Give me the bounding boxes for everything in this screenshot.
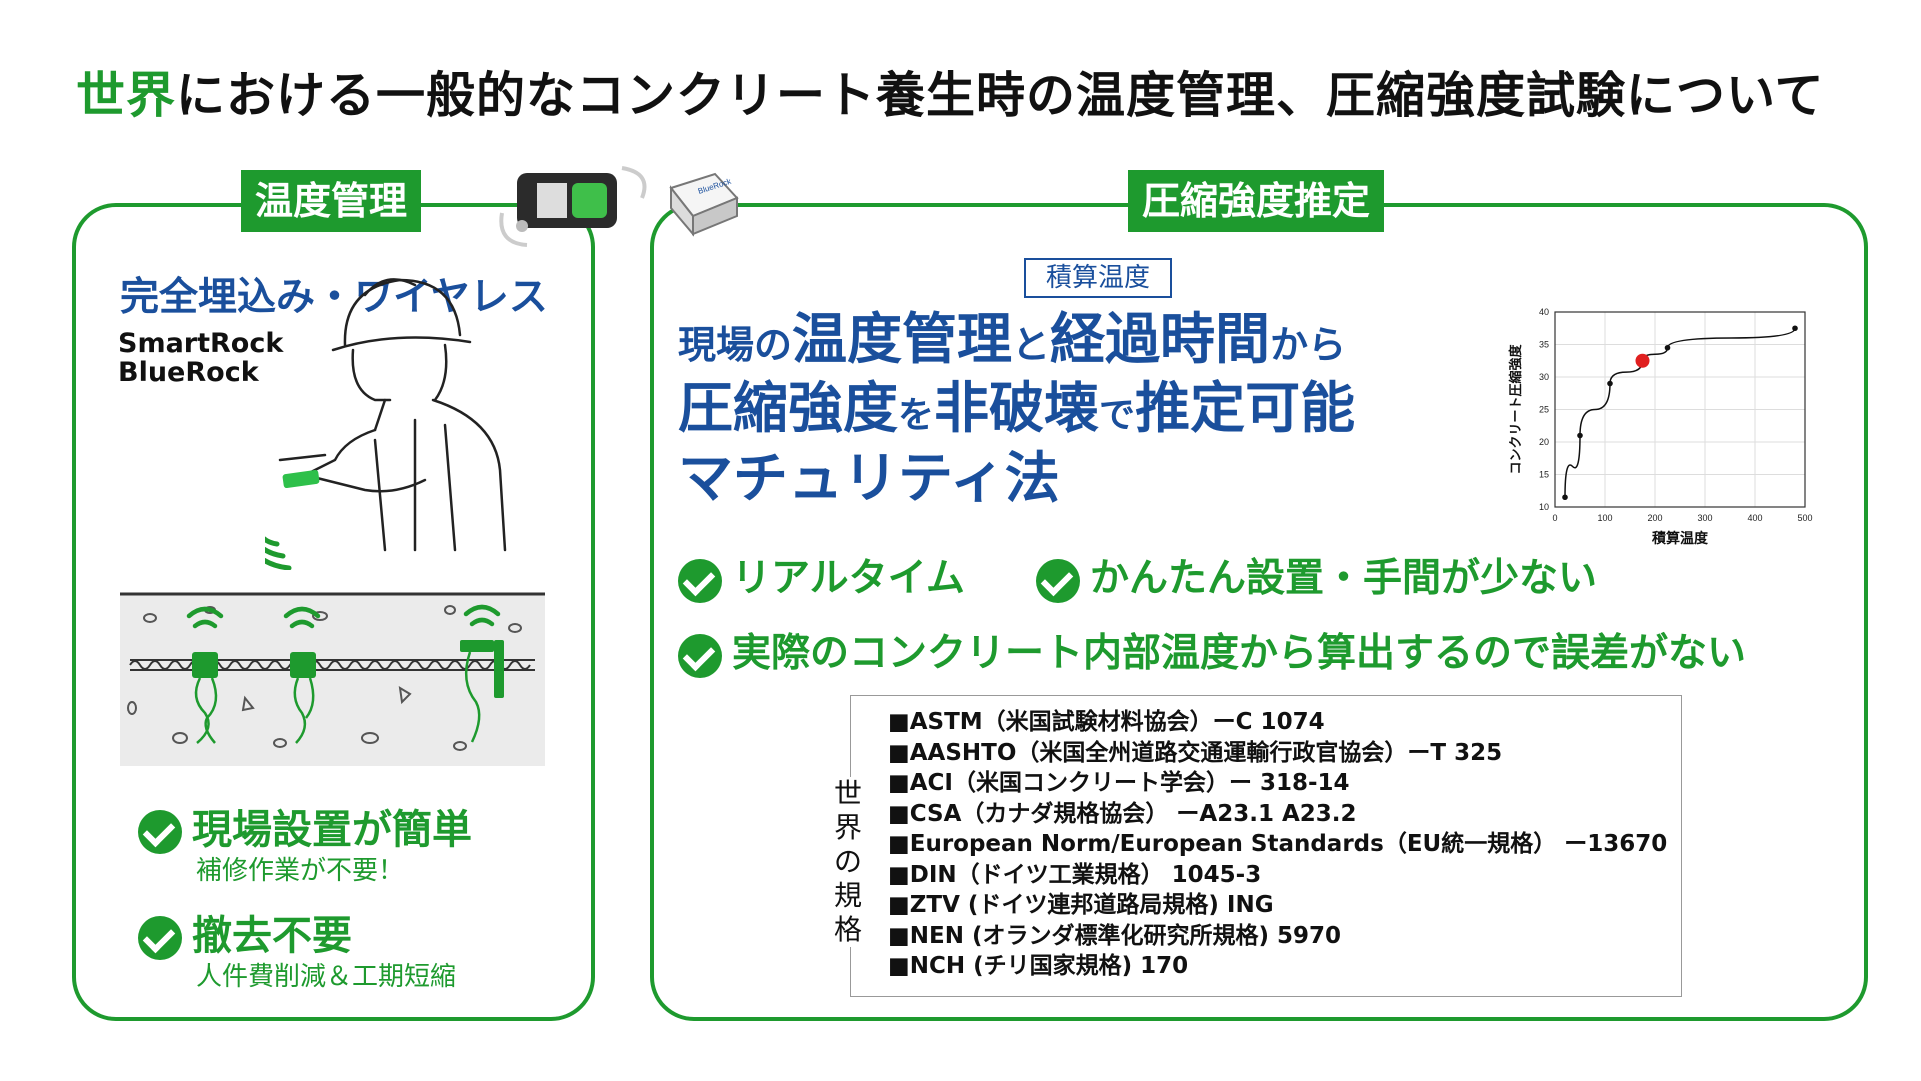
embedded-sensor-illustration [120, 592, 545, 766]
chart-highlight-point [1635, 353, 1650, 368]
chart-data-point [1792, 325, 1798, 332]
wireless-headline: 完全埋込み・ワイヤレス [120, 275, 548, 320]
easy-install-feature: 現場設置が簡単 [138, 797, 472, 855]
product-name-bluerock: BlueRock [118, 357, 259, 388]
chart-y-tick-label: 35 [1539, 340, 1549, 350]
accuracy-feature: 実際のコンクリート内部温度から算出するので誤差がない [678, 622, 1746, 678]
sensor-icon [192, 652, 218, 678]
chart-y-tick-label: 15 [1539, 470, 1549, 480]
maturity-chart: 0 100 200 300 400 500 10 15 20 25 30 35 40 積算温度 コンクリート… [1508, 307, 1813, 547]
standard-item: ■AASHTO（米国全州道路交通運輸行政官協会）ーT 325 [888, 739, 1503, 766]
smartrock-device-image [499, 166, 647, 247]
chart-y-tick-label: 25 [1539, 405, 1549, 415]
check-icon [1036, 558, 1080, 603]
easy-setup-feature: かんたん設置・手間が少ない [1036, 547, 1597, 603]
chart-y-tick-label: 30 [1539, 372, 1549, 382]
chart-x-tick-label: 400 [1747, 513, 1762, 523]
wifi-icon [265, 536, 292, 570]
product-name-smartrock: SmartRock [118, 328, 284, 359]
chart-y-tick-label: 40 [1539, 307, 1549, 317]
chart-data-point [1607, 380, 1613, 387]
worker-illustration [265, 278, 507, 570]
standard-item: ■DIN（ドイツ工業規格） 1045-3 [888, 861, 1262, 888]
chart-series-line [1564, 327, 1796, 498]
standard-item: ■ACI（米国コンクリート学会）ー 318-14 [888, 770, 1350, 796]
no-removal-feature: 撤去不要 [138, 903, 352, 961]
chart-x-tick-label: 0 [1552, 513, 1557, 523]
chart-x-axis-label: 積算温度 [1651, 530, 1709, 547]
standard-item: ■NCH (チリ国家規格) 170 [888, 953, 1189, 979]
strength-tab: 圧縮強度推定 [1128, 170, 1385, 232]
standard-item: ■European Norm/European Standards（EU統一規格… [888, 831, 1668, 857]
strength-headline: 現場の温度管理と経過時間から 圧縮強度を非破壊で推定可能 マチュリティ法 [678, 307, 1356, 510]
chart-data-point [1577, 432, 1583, 439]
sensor-icon [290, 652, 316, 678]
no-removal-sub: 人件費削減＆工期短縮 [196, 962, 457, 992]
temperature-tab: 温度管理 [241, 170, 422, 232]
maturity-badge: 積算温度 [1024, 258, 1172, 298]
chart-x-tick-label: 100 [1597, 513, 1612, 523]
check-icon [138, 810, 182, 854]
easy-install-sub: 補修作業が不要！ [196, 856, 405, 886]
standards-list: ■ASTM（米国試験材料協会）ーC 1074 ■AASHTO（米国全州道路交通運… [888, 707, 1667, 982]
wifi-icon [186, 604, 501, 629]
chart-y-tick-label: 20 [1539, 437, 1549, 447]
chart-y-axis-label: コンクリート圧縮強度 [1508, 344, 1524, 475]
check-icon [138, 916, 182, 960]
phone-icon [282, 469, 320, 489]
sensor-icon [460, 640, 494, 652]
standards-label: 世界の規格 [830, 777, 866, 947]
bluerock-device-image: BlueRock [669, 172, 739, 237]
chart-plot-frame [1554, 311, 1806, 508]
chart-x-tick-label: 500 [1797, 513, 1812, 523]
standard-item: ■NEN (オランダ標準化研究所規格) 5970 [888, 922, 1341, 949]
chart-y-tick-label: 10 [1539, 502, 1549, 512]
chart-data-point [1664, 344, 1671, 351]
chart-data-point [1562, 494, 1568, 501]
standard-item: ■ZTV (ドイツ連邦道路局規格) ING [888, 892, 1274, 918]
chart-x-tick-label: 200 [1647, 513, 1662, 523]
chart-x-tick-label: 300 [1697, 513, 1712, 523]
check-icon [678, 558, 722, 603]
standard-item: ■ASTM（米国試験材料協会）ーC 1074 [888, 709, 1325, 735]
page-title: 世界における一般的なコンクリート養生時の温度管理、圧縮強度試験について [76, 67, 1825, 124]
standard-item: ■CSA（カナダ規格協会） ーA23.1 A23.2 [888, 800, 1357, 827]
realtime-feature: リアルタイム [678, 547, 965, 603]
standards-box [850, 695, 1682, 997]
check-icon [678, 633, 722, 678]
